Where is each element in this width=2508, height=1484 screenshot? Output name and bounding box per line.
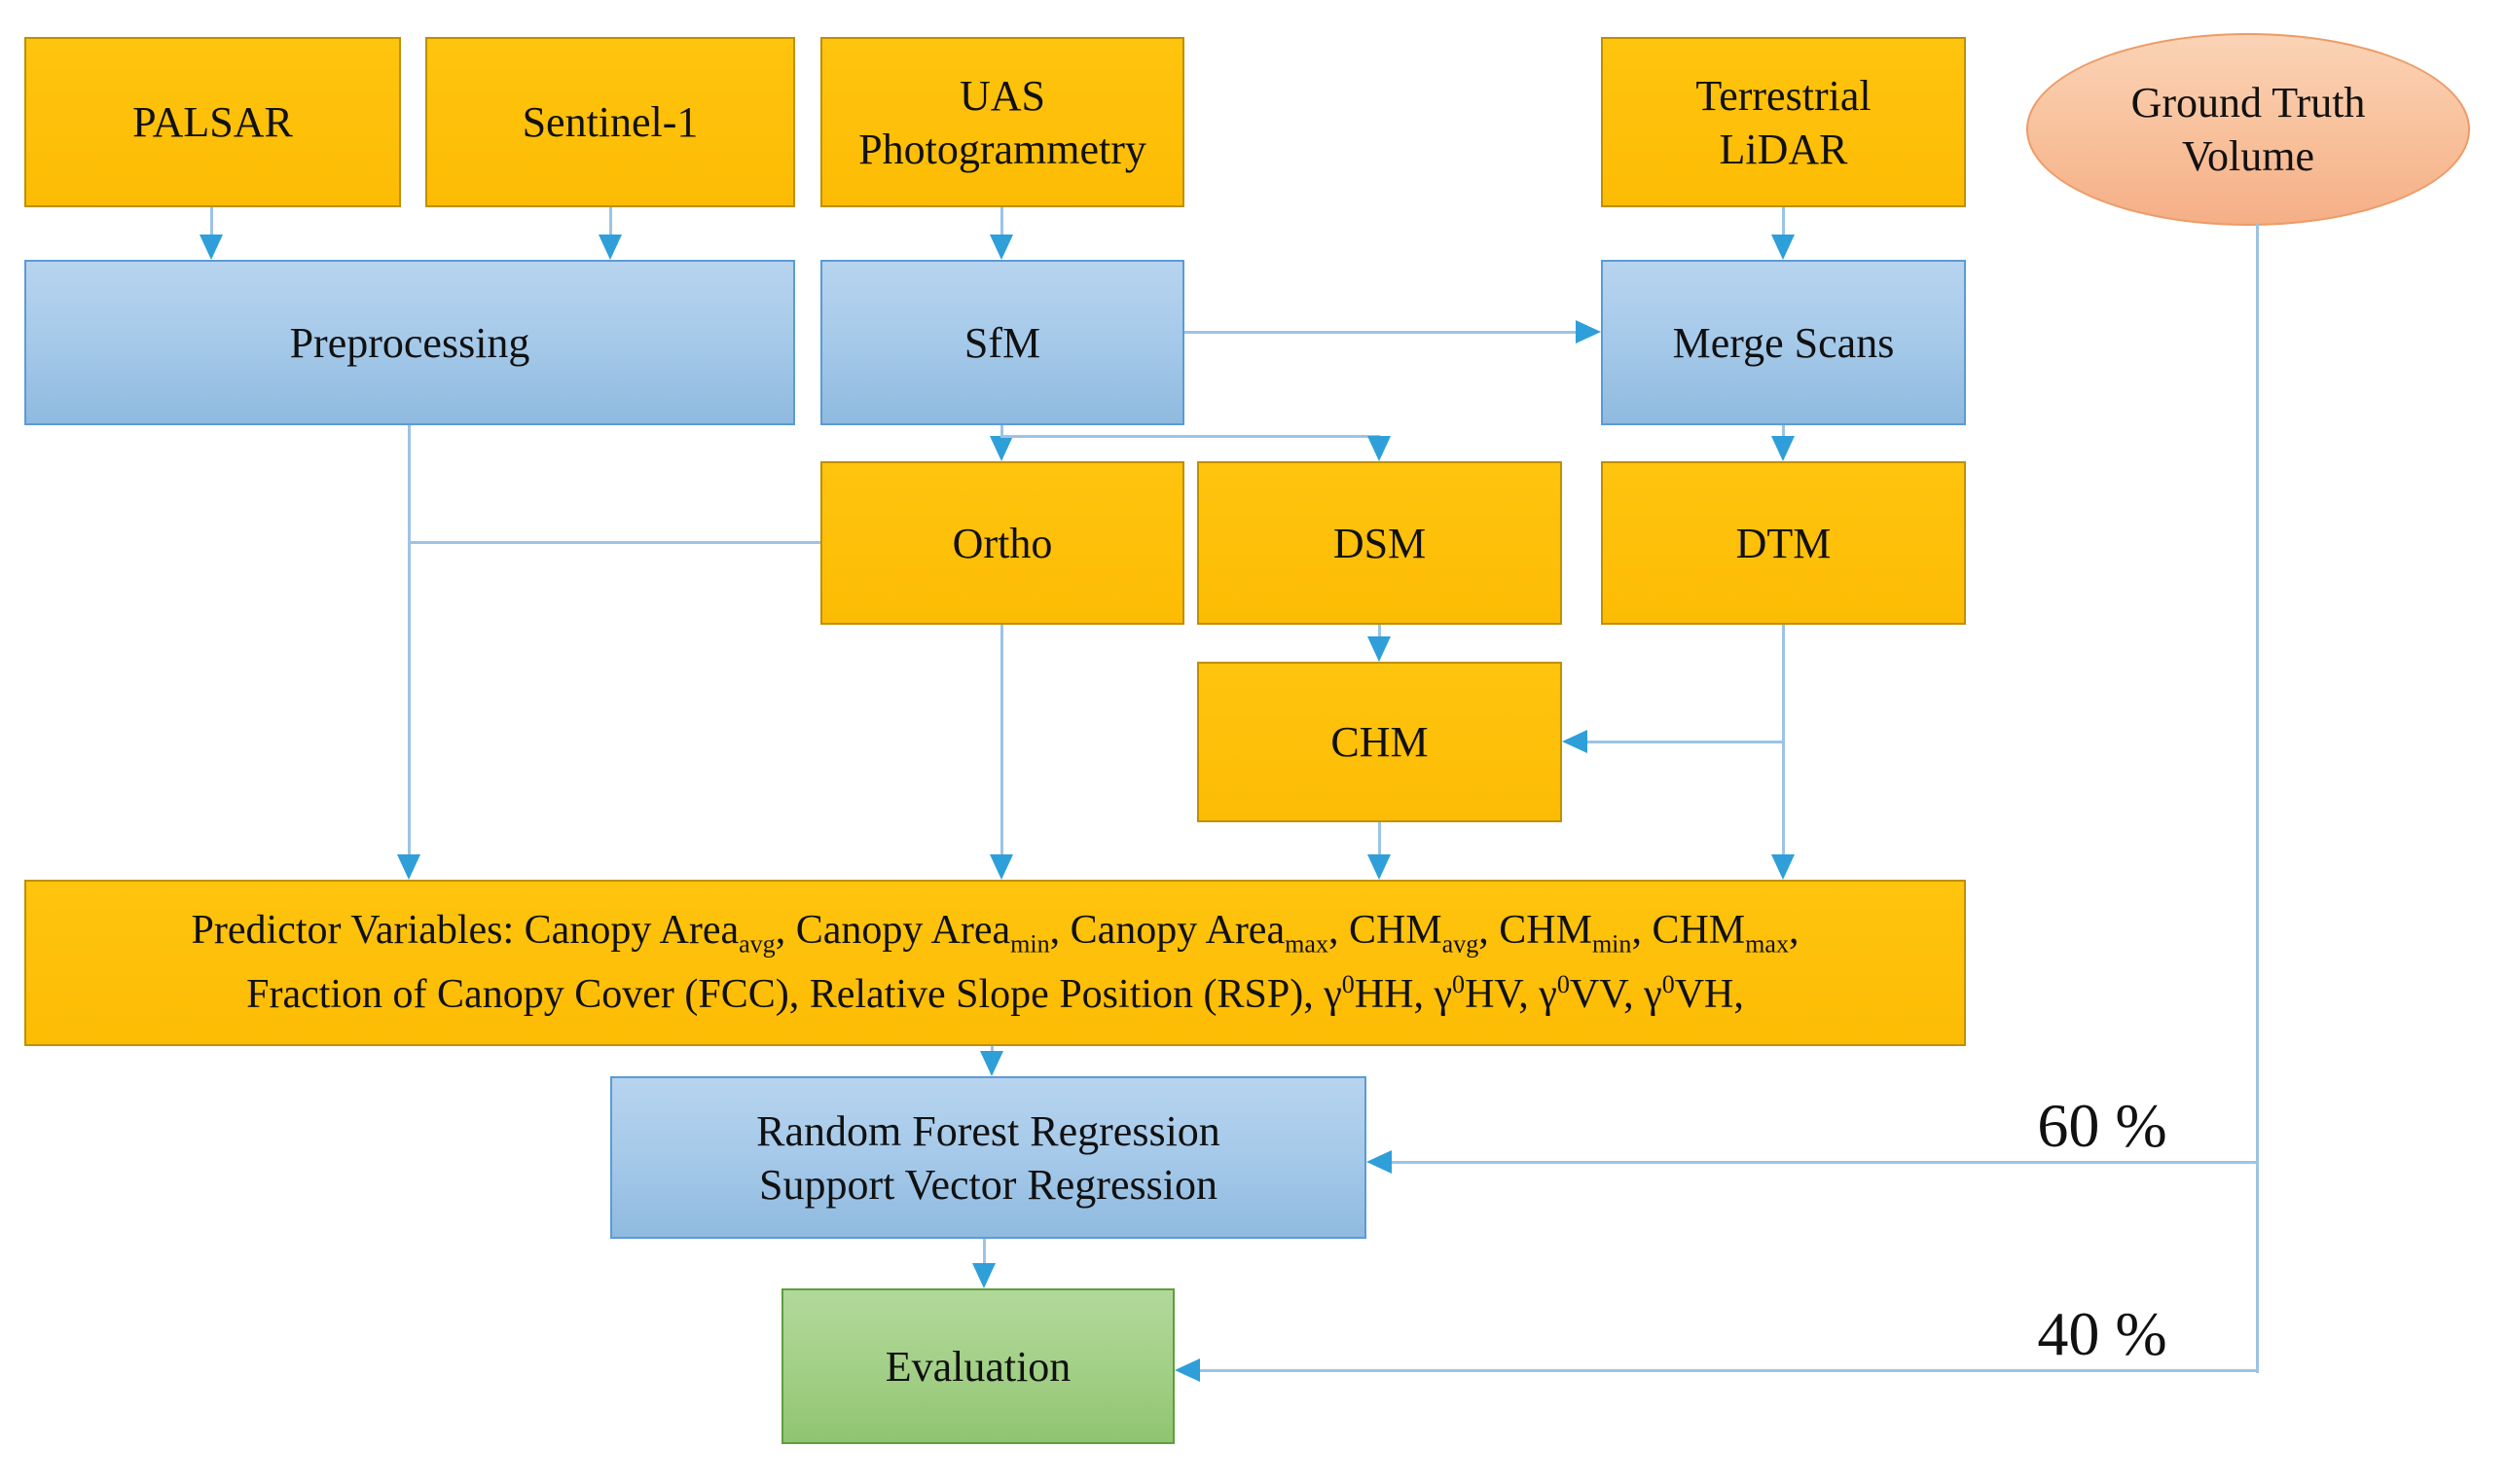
edge-groundtruth-regression-line bbox=[1392, 1161, 2259, 1164]
edge-dsm-chm-arrowhead bbox=[1367, 636, 1391, 662]
node-evaluation: Evaluation bbox=[781, 1288, 1175, 1444]
node-predictor-variables: Predictor Variables: Canopy Areaavg, Can… bbox=[24, 880, 1966, 1046]
node-sfm: SfM bbox=[820, 260, 1184, 425]
edge-regression-evaluation-line bbox=[983, 1239, 986, 1263]
node-dsm: DSM bbox=[1197, 461, 1562, 625]
edge-sfm-ortho-arrowhead bbox=[990, 436, 1013, 461]
edge-sfm-mergescans-line bbox=[1184, 331, 1576, 334]
edge-predictor-regression-arrowhead bbox=[980, 1051, 1003, 1076]
node-dtm: DTM bbox=[1601, 461, 1966, 625]
label-60-percent: 60 % bbox=[2037, 1091, 2167, 1160]
edge-groundtruth-evaluation-arrowhead bbox=[1175, 1358, 1200, 1382]
node-merge-scans: Merge Scans bbox=[1601, 260, 1966, 425]
predictor-line-1: Predictor Variables: Canopy Areaavg, Can… bbox=[191, 908, 1799, 959]
label-40-percent: 40 % bbox=[2037, 1299, 2167, 1368]
edge-ortho-predictor-line bbox=[1000, 625, 1003, 854]
edge-dtm-chm-arrowhead bbox=[1562, 730, 1587, 753]
edge-dsm-chm-line bbox=[1378, 625, 1381, 636]
edge-sfm-ortho-line bbox=[1000, 425, 1003, 438]
edge-groundtruth-vertical-line bbox=[2256, 224, 2259, 1373]
edge-uas-sfm-line bbox=[1000, 207, 1003, 236]
edge-preprocessing-predictor-arrowhead bbox=[397, 854, 420, 880]
predictor-line-2: Fraction of Canopy Cover (FCC), Relative… bbox=[246, 969, 1744, 1017]
edge-sentinel-preprocessing-line bbox=[609, 207, 612, 236]
node-regression-models: Random Forest Regression Support Vector … bbox=[610, 1076, 1366, 1239]
edge-chm-predictor-line bbox=[1378, 822, 1381, 854]
edge-ortho-predictor-arrowhead bbox=[990, 854, 1013, 880]
edge-sentinel-preprocessing-arrowhead bbox=[599, 235, 622, 260]
edge-palsar-preprocessing-line bbox=[210, 207, 213, 236]
node-preprocessing: Preprocessing bbox=[24, 260, 795, 425]
edge-mergescans-dtm-arrowhead bbox=[1771, 436, 1795, 461]
edge-dtm-chm-branch-line bbox=[1587, 741, 1784, 743]
edge-groundtruth-regression-arrowhead bbox=[1366, 1150, 1392, 1174]
edge-predictor-regression-line bbox=[991, 1046, 994, 1052]
node-sentinel-1: Sentinel-1 bbox=[425, 37, 795, 207]
edge-regression-evaluation-arrowhead bbox=[972, 1263, 996, 1288]
node-ortho: Ortho bbox=[820, 461, 1184, 625]
edge-groundtruth-evaluation-line bbox=[1200, 1369, 2259, 1372]
edge-dtm-predictor-line bbox=[1782, 625, 1785, 854]
edge-lidar-mergescans-arrowhead bbox=[1771, 235, 1795, 260]
edge-chm-predictor-arrowhead bbox=[1367, 854, 1391, 880]
edge-preprocessing-predictor-line bbox=[408, 425, 411, 854]
edge-sfm-dsm-branch-line bbox=[1000, 435, 1380, 438]
edge-preprocessing-ortho-branch-line bbox=[408, 541, 820, 544]
edge-lidar-mergescans-line bbox=[1782, 207, 1785, 236]
edge-sfm-dsm-arrowhead bbox=[1367, 436, 1391, 461]
edge-uas-sfm-arrowhead bbox=[990, 235, 1013, 260]
edge-dtm-predictor-arrowhead bbox=[1771, 854, 1795, 880]
node-terrestrial-lidar: Terrestrial LiDAR bbox=[1601, 37, 1966, 207]
edge-palsar-preprocessing-arrowhead bbox=[200, 235, 223, 260]
node-chm: CHM bbox=[1197, 662, 1562, 822]
ellipse-ground-truth-volume: Ground Truth Volume bbox=[2026, 33, 2470, 226]
edge-sfm-mergescans-arrowhead bbox=[1576, 320, 1601, 344]
node-palsar: PALSAR bbox=[24, 37, 401, 207]
edge-mergescans-dtm-line bbox=[1782, 425, 1785, 438]
node-uas-photogrammetry: UAS Photogrammetry bbox=[820, 37, 1184, 207]
